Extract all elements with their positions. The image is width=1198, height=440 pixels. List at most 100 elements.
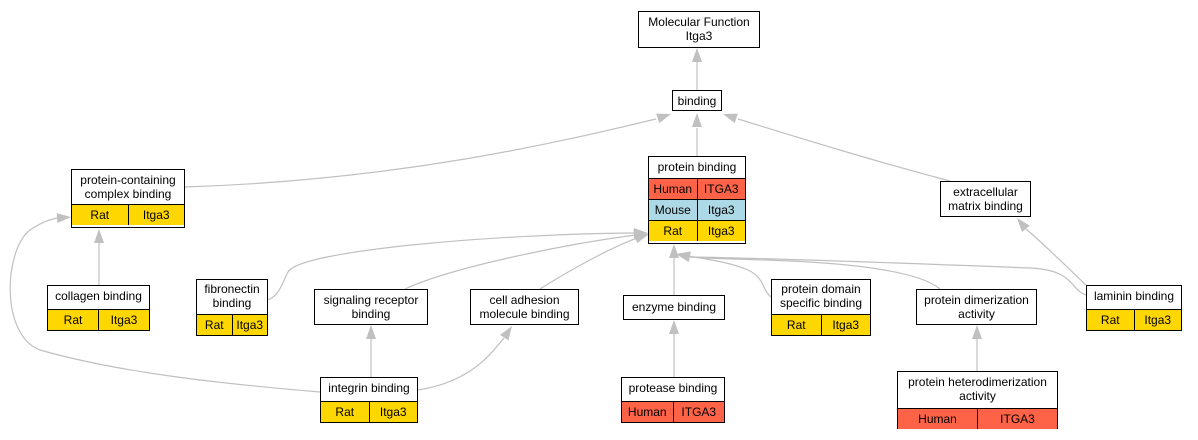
species-label: Rat: [63, 313, 83, 327]
node-binding-line-1: binding: [677, 94, 717, 108]
node-laminin-binding[interactable]: laminin binding Rat Itga3: [1086, 285, 1182, 331]
species-label: Human: [653, 182, 693, 196]
edge-protein-complex-to-binding: [184, 118, 657, 188]
gene-label: ITGA3: [977, 409, 1057, 429]
species-label: Rat: [335, 405, 355, 419]
edge-integrin-to-signaling-arrowhead: [366, 325, 376, 339]
node-heterodimerization-line-1: protein heterodimerization: [908, 375, 1047, 389]
node-extracellular-line-1: extracellular: [953, 185, 1018, 199]
edge-fibronectin-to-protein-binding: [267, 232, 635, 301]
node-fibronectin-binding[interactable]: fibronectin binding Rat Itga3: [196, 279, 268, 336]
node-cell-adhesion-line-1: cell adhesion: [489, 293, 560, 307]
tag-row-rat: Rat Itga3: [772, 314, 870, 335]
gene-label: ITGA3: [672, 402, 725, 422]
node-signaling-line-2: binding: [351, 307, 391, 321]
edge-signaling-to-protein-binding: [404, 234, 636, 290]
edge-laminin-to-protein-binding: [689, 256, 1087, 296]
node-laminin-line-1: laminin binding: [1093, 289, 1175, 303]
tag-row-rat: Rat Itga3: [72, 204, 184, 225]
node-integrin-binding[interactable]: integrin binding Rat Itga3: [320, 377, 418, 423]
node-fibronectin-line-1: fibronectin: [204, 282, 260, 296]
edge-binding-to-root-arrowhead: [692, 48, 702, 62]
edge-laminin-to-protein-binding-arrowhead: [676, 252, 691, 262]
node-binding[interactable]: binding: [672, 90, 722, 111]
node-root-line-2: Itga3: [685, 29, 713, 43]
edge-extracellular-to-binding-arrowhead: [723, 113, 738, 124]
node-extracellular-matrix-binding[interactable]: extracellular matrix binding: [940, 181, 1031, 217]
gene-label: Itga3: [696, 221, 746, 241]
tag-row-human: Human ITGA3: [898, 408, 1057, 429]
node-protein-complex-line-2: complex binding: [84, 187, 172, 201]
node-protease-line-1: protease binding: [628, 381, 718, 395]
node-protease-binding[interactable]: protease binding Human ITGA3: [621, 377, 725, 423]
tag-row-rat: Rat Itga3: [1087, 309, 1181, 330]
node-signaling-receptor-binding[interactable]: signaling receptor binding: [314, 289, 428, 325]
edge-protein-complex-to-binding-arrowhead: [656, 113, 671, 124]
node-enzyme-line-1: enzyme binding: [631, 300, 717, 314]
node-heterodimerization-line-2: activity: [959, 389, 996, 403]
node-extracellular-line-2: matrix binding: [948, 199, 1023, 213]
species-label: Mouse: [654, 203, 691, 217]
node-protein-complex-line-1: protein-containing: [80, 173, 176, 187]
node-protein-binding-line-1: protein binding: [657, 160, 737, 174]
node-protein-domain-specific-binding[interactable]: protein domain specific binding Rat Itga…: [771, 279, 871, 336]
node-integrin-line-1: integrin binding: [328, 381, 410, 395]
gene-label: Itga3: [98, 310, 149, 330]
species-label: Rat: [204, 318, 224, 332]
node-protein-domain-line-2: specific binding: [779, 296, 863, 310]
edge-protein-domain-to-protein-binding: [687, 255, 772, 298]
gene-label: Itga3: [696, 200, 746, 220]
gene-label: Itga3: [231, 315, 268, 335]
tag-row-mouse: Mouse Itga3: [649, 199, 745, 220]
edge-integrin-to-protein-complex-arrowhead: [56, 213, 71, 224]
node-cell-adhesion-line-2: molecule binding: [479, 307, 570, 321]
gene-label: Itga3: [127, 205, 185, 225]
node-protein-containing-complex-binding[interactable]: protein-containing complex binding Rat I…: [71, 169, 185, 228]
edge-laminin-to-extracellular: [1025, 228, 1087, 286]
node-fibronectin-line-2: binding: [212, 296, 252, 310]
node-dimerization-line-2: activity: [958, 307, 995, 321]
gene-label: ITGA3: [696, 179, 746, 199]
edge-protein-binding-to-binding-arrowhead: [692, 113, 702, 127]
edge-integrin-to-protein-complex: [9, 217, 321, 393]
edge-cell-adhesion-to-protein-binding-arrowhead: [634, 233, 649, 244]
node-enzyme-binding[interactable]: enzyme binding: [623, 295, 725, 320]
node-protein-domain-line-1: protein domain: [781, 282, 861, 296]
edge-laminin-to-extracellular-arrowhead: [1017, 218, 1030, 233]
edge-enzyme-to-protein-binding-arrowhead: [669, 244, 679, 258]
edge-cell-adhesion-to-protein-binding: [539, 237, 638, 290]
tag-row-human: Human ITGA3: [622, 401, 724, 422]
node-dimerization-line-1: protein dimerization: [924, 293, 1029, 307]
gene-label: Itga3: [368, 402, 418, 422]
edge-protease-to-enzyme-arrowhead: [669, 320, 679, 334]
node-root-line-1: Molecular Function: [648, 15, 750, 29]
edge-integrin-to-cell-adhesion-arrowhead: [500, 326, 512, 341]
gene-label: Itga3: [820, 315, 871, 335]
node-cell-adhesion-molecule-binding[interactable]: cell adhesion molecule binding: [470, 289, 579, 325]
species-label: Rat: [786, 318, 806, 332]
species-label: Human: [627, 405, 667, 419]
species-label: Rat: [1100, 313, 1120, 327]
edge-dimerization-to-protein-binding: [689, 256, 941, 290]
node-root[interactable]: Molecular Function Itga3: [638, 11, 760, 48]
edge-heterodimerization-to-dimerization-arrowhead: [972, 325, 982, 339]
node-protein-dimerization-activity[interactable]: protein dimerization activity: [916, 289, 1037, 325]
node-collagen-binding[interactable]: collagen binding Rat Itga3: [47, 285, 150, 331]
edge-integrin-to-cell-adhesion: [417, 337, 505, 391]
tag-row-rat: Rat Itga3: [197, 314, 267, 335]
gene-label: Itga3: [1133, 310, 1182, 330]
node-collagen-line-1: collagen binding: [55, 289, 142, 303]
species-label: Human: [918, 412, 957, 426]
species-label: Rat: [90, 208, 110, 222]
tag-row-rat: Rat Itga3: [321, 401, 417, 422]
edge-extracellular-to-binding: [737, 118, 951, 182]
species-label: Rat: [663, 224, 683, 238]
tag-row-rat: Rat Itga3: [649, 220, 745, 241]
node-protein-heterodimerization-activity[interactable]: protein heterodimerization activity Huma…: [897, 371, 1058, 429]
node-signaling-line-1: signaling receptor: [323, 293, 419, 307]
tag-row-rat: Rat Itga3: [48, 309, 149, 330]
tag-row-human: Human ITGA3: [649, 178, 745, 199]
edge-collagen-to-protein-complex-arrowhead: [94, 229, 104, 243]
node-protein-binding[interactable]: protein binding Human ITGA3 Mouse Itga3 …: [648, 156, 746, 244]
